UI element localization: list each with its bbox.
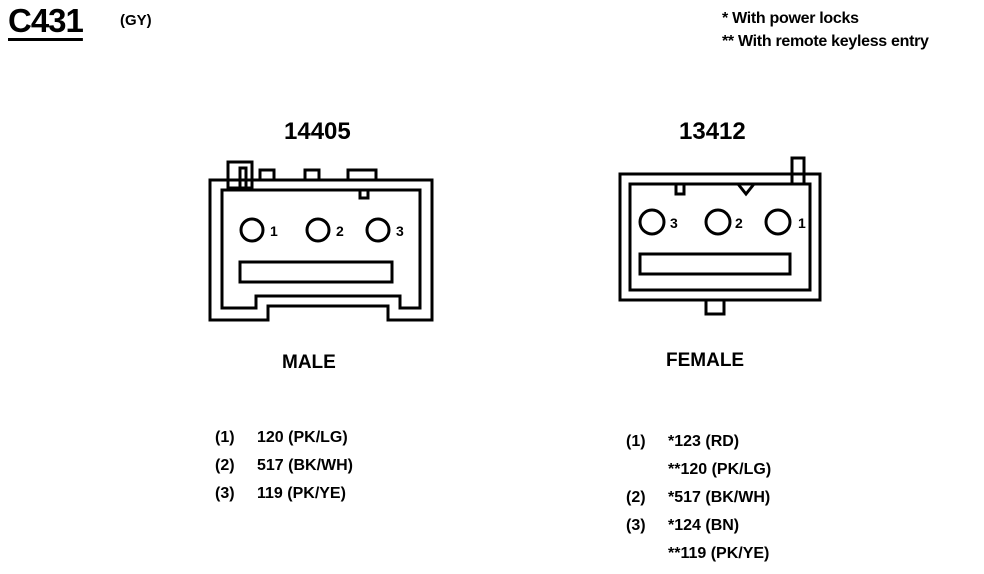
female-pin-label-3: 3	[670, 215, 678, 231]
female-pin-row: (1) *123 (RD)	[626, 433, 739, 451]
connector-id: C431	[8, 2, 84, 39]
male-pin-wire: 517 (BK/WH)	[257, 457, 354, 474]
male-pin-num: (1)	[215, 429, 235, 446]
female-pins	[638, 208, 792, 236]
male-pin-wire: 120 (PK/LG)	[257, 429, 348, 446]
female-pin-1	[764, 208, 792, 236]
male-pin-2	[305, 217, 331, 243]
male-pin-wire: 119 (PK/YE)	[257, 485, 346, 502]
male-pin-1	[239, 217, 265, 243]
female-pin-label-2: 2	[735, 215, 743, 231]
female-connector-face	[618, 156, 822, 316]
female-label: FEMALE	[666, 350, 745, 371]
female-pin-label-1: 1	[798, 215, 806, 231]
female-pin-wire: **119 (PK/YE)	[668, 545, 770, 562]
female-pin-num: (3)	[626, 517, 646, 534]
female-pin-2	[704, 208, 732, 236]
female-pin-wire: **120 (PK/LG)	[668, 461, 772, 478]
female-pin-row: **119 (PK/YE)	[626, 545, 769, 563]
male-pin-label-2: 2	[336, 223, 344, 239]
male-pin-num: (3)	[215, 485, 235, 502]
male-connector-face	[208, 160, 434, 322]
male-label: MALE	[282, 352, 336, 373]
male-pins	[239, 217, 391, 243]
connector-color: (GY)	[120, 12, 152, 29]
female-pin-row: (2) *517 (BK/WH)	[626, 489, 770, 507]
female-pin-row: **120 (PK/LG)	[626, 461, 771, 479]
female-pin-wire: *124 (BN)	[668, 517, 740, 534]
female-pin-wire: *123 (RD)	[668, 433, 740, 450]
male-pin-label-1: 1	[270, 223, 278, 239]
female-pin-num: (2)	[626, 489, 646, 506]
female-pin-num: (1)	[626, 433, 646, 450]
male-pin-row: (1) 120 (PK/LG)	[215, 429, 348, 447]
male-pin-row: (2) 517 (BK/WH)	[215, 457, 353, 475]
note-remote-keyless: ** With remote keyless entry	[722, 33, 929, 50]
note-power-locks: * With power locks	[722, 10, 859, 27]
male-pin-num: (2)	[215, 457, 235, 474]
female-pin-3	[638, 208, 666, 236]
female-part-number: 13412	[679, 118, 746, 145]
male-pin-row: (3) 119 (PK/YE)	[215, 485, 346, 503]
male-pin-3	[365, 217, 391, 243]
female-pin-wire: *517 (BK/WH)	[668, 489, 771, 506]
male-part-number: 14405	[284, 118, 351, 145]
male-pin-label-3: 3	[396, 223, 404, 239]
female-pin-row: (3) *124 (BN)	[626, 517, 739, 535]
